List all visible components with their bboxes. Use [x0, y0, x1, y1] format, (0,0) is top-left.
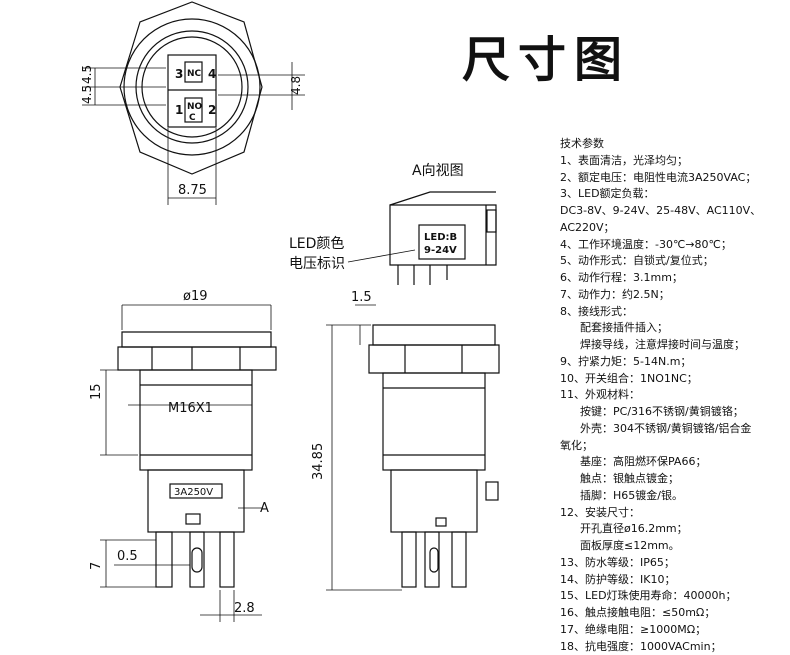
- dim-diameter: ø19: [183, 289, 208, 304]
- spec-item: 3、LED额定负载：: [560, 186, 788, 203]
- pin-label-1: 1: [175, 103, 183, 117]
- dim-body: 15: [89, 383, 104, 400]
- callout-line2: 电压标识: [289, 256, 345, 272]
- spec-list: 1、表面清洁，光泽均匀；2、额定电压：电阻性电流3A250VAC；3、LED额定…: [560, 153, 788, 655]
- view-a-title: A向视图: [412, 163, 464, 179]
- spec-item: 基座：高阻燃环保PA66；: [560, 454, 788, 471]
- spec-item: 18、抗电强度：1000VACmin；: [560, 639, 788, 655]
- spec-item: 配套接插件插入；: [560, 320, 788, 337]
- spec-item: 触点：银触点镀金；: [560, 471, 788, 488]
- spec-item: AC220V；: [560, 220, 788, 237]
- nut-outline: [118, 347, 276, 370]
- dimension-drawing: 3 4 1 2 NC NO C 4.5 4.5 4.8 8.75 A向视图 LE…: [0, 0, 560, 650]
- led-label-line2: 9-24V: [424, 245, 457, 256]
- dim-upper-left: 4.5: [80, 65, 94, 84]
- spec-item: DC3-8V、9-24V、25-48V、AC110V、: [560, 203, 788, 220]
- spec-header: 技术参数: [560, 136, 788, 153]
- spec-panel: 技术参数 1、表面清洁，光泽均匀；2、额定电压：电阻性电流3A250VAC；3、…: [560, 136, 788, 655]
- pin-label-4: 4: [208, 67, 216, 81]
- spec-item: 插脚：H65镀金/银。: [560, 488, 788, 505]
- spec-item: 6、动作行程：3.1mm；: [560, 270, 788, 287]
- spec-item: 面板厚度≤12mm。: [560, 538, 788, 555]
- spec-item: 开孔直径ø16.2mm；: [560, 521, 788, 538]
- center-mark: C: [189, 113, 196, 123]
- page-title: 尺寸图: [462, 30, 630, 90]
- contact-no-label: NO: [187, 102, 203, 112]
- contact-nc-label: NC: [187, 69, 202, 79]
- dim-lower-left: 4.5: [80, 85, 94, 104]
- dim-right: 4.8: [289, 76, 303, 95]
- dim-height: 34.85: [311, 443, 326, 480]
- front-view: [100, 305, 276, 622]
- dim-pin-width: 2.8: [234, 601, 255, 616]
- spec-item: 8、接线形式：: [560, 304, 788, 321]
- spec-item: 5、动作形式：自锁式/复位式；: [560, 253, 788, 270]
- spec-item: 外壳：304不锈钢/黄铜镀铬/铝合金: [560, 421, 788, 438]
- thread-label: M16X1: [168, 401, 213, 416]
- rating-label: 3A250V: [174, 487, 213, 498]
- dim-terminal: 7: [89, 562, 104, 570]
- hex-nut-outline: [120, 2, 262, 174]
- spec-item: 9、拧紧力矩：5-14N.m；: [560, 354, 788, 371]
- spec-item: 7、动作力：约2.5N；: [560, 287, 788, 304]
- spec-item: 17、绝缘电阻：≥1000MΩ；: [560, 622, 788, 639]
- side-view: [326, 305, 499, 590]
- dim-top: 1.5: [351, 290, 372, 305]
- spec-item: 4、工作环境温度：-30℃→80℃；: [560, 237, 788, 254]
- arrow-label: A: [260, 501, 269, 516]
- spec-item: 15、LED灯珠使用寿命：40000h；: [560, 588, 788, 605]
- dim-bottom: 8.75: [178, 183, 207, 198]
- spec-item: 14、防护等级：IK10；: [560, 572, 788, 589]
- spec-item: 13、防水等级：IP65；: [560, 555, 788, 572]
- spec-item: 2、额定电压：电阻性电流3A250VAC；: [560, 170, 788, 187]
- cap-outline: [122, 332, 271, 347]
- dim-pin-gap: 0.5: [117, 549, 138, 564]
- view-a: [348, 192, 496, 285]
- pin-label-2: 2: [208, 103, 216, 117]
- spec-item: 10、开关组合：1NO1NC；: [560, 371, 788, 388]
- spec-item: 16、触点接触电阻：≤50mΩ；: [560, 605, 788, 622]
- spec-item: 按键：PC/316不锈钢/黄铜镀铬；: [560, 404, 788, 421]
- base-block: [148, 470, 244, 532]
- spec-item: 12、安装尺寸：: [560, 505, 788, 522]
- spec-item: 11、外观材料：: [560, 387, 788, 404]
- pin-label-3: 3: [175, 67, 183, 81]
- spec-item: 1、表面清洁，光泽均匀；: [560, 153, 788, 170]
- spec-item: 氧化；: [560, 438, 788, 455]
- led-label-line1: LED:B: [424, 232, 457, 243]
- callout-line1: LED颜色: [289, 235, 344, 252]
- spec-item: 焊接导线，注意焊接时间与温度；: [560, 337, 788, 354]
